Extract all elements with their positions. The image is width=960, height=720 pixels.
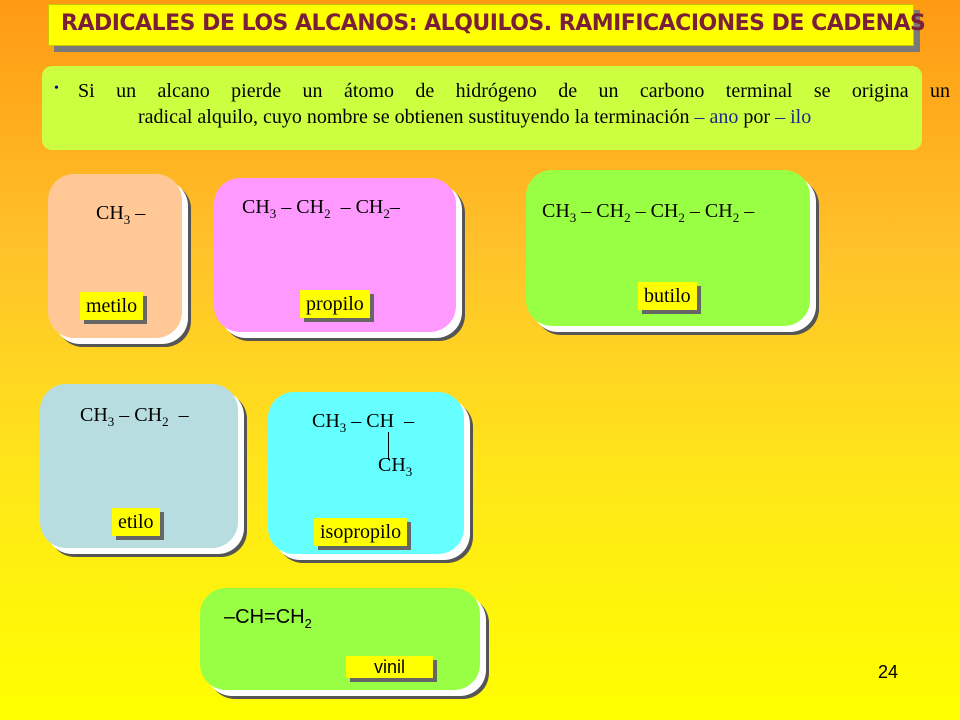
label-isopropilo: isopropilo <box>314 518 408 546</box>
slide-title: RADICALES DE LOS ALCANOS: ALQUILOS. RAMI… <box>61 11 926 36</box>
page-number: 24 <box>878 662 899 682</box>
card-etilo: CH3 – CH2 – etilo <box>40 384 238 548</box>
formula-metilo: CH3 – <box>96 202 146 227</box>
card-isopropilo: CH3 – CH – CH3 isopropilo <box>268 392 464 554</box>
label-metilo: metilo <box>80 292 144 320</box>
suffix-ilo: – ilo <box>775 106 812 128</box>
formula-isopropilo: CH3 – CH – <box>312 410 415 435</box>
formula-vinil: –CH=CH2 <box>224 606 312 631</box>
formula-isopropilo-branch: CH3 <box>378 454 413 479</box>
slide-title-box: RADICALES DE LOS ALCANOS: ALQUILOS. RAMI… <box>48 4 926 46</box>
formula-butilo: CH3 – CH2 – CH2 – CH2 – <box>542 200 755 225</box>
label-propilo: propilo <box>300 290 370 318</box>
intro-line-2-text: radical alquilo, cuyo nombre se obtienen… <box>138 106 690 128</box>
label-vinil: vinil <box>346 656 434 678</box>
bullet-icon: • <box>54 81 59 96</box>
intro-line-2: radical alquilo, cuyo nombre se obtienen… <box>138 104 811 130</box>
formula-propilo: CH3 – CH2 – CH2– <box>242 196 400 221</box>
card-metilo: CH3 – metilo <box>48 174 182 338</box>
card-propilo: CH3 – CH2 – CH2– propilo <box>214 178 456 332</box>
branch-bond-line <box>388 432 389 460</box>
label-butilo: butilo <box>638 282 697 310</box>
intro-text-box: • Si un alcano pierde un átomo de hidróg… <box>42 66 950 150</box>
label-etilo: etilo <box>112 508 160 536</box>
formula-etilo: CH3 – CH2 – <box>80 404 189 429</box>
suffix-ano: – ano <box>694 106 739 128</box>
intro-word-por: por <box>743 106 771 128</box>
card-vinil: –CH=CH2 vinil <box>200 588 480 690</box>
card-butilo: CH3 – CH2 – CH2 – CH2 – butilo <box>526 170 810 326</box>
intro-line-1: Si un alcano pierde un átomo de hidrógen… <box>78 80 950 102</box>
